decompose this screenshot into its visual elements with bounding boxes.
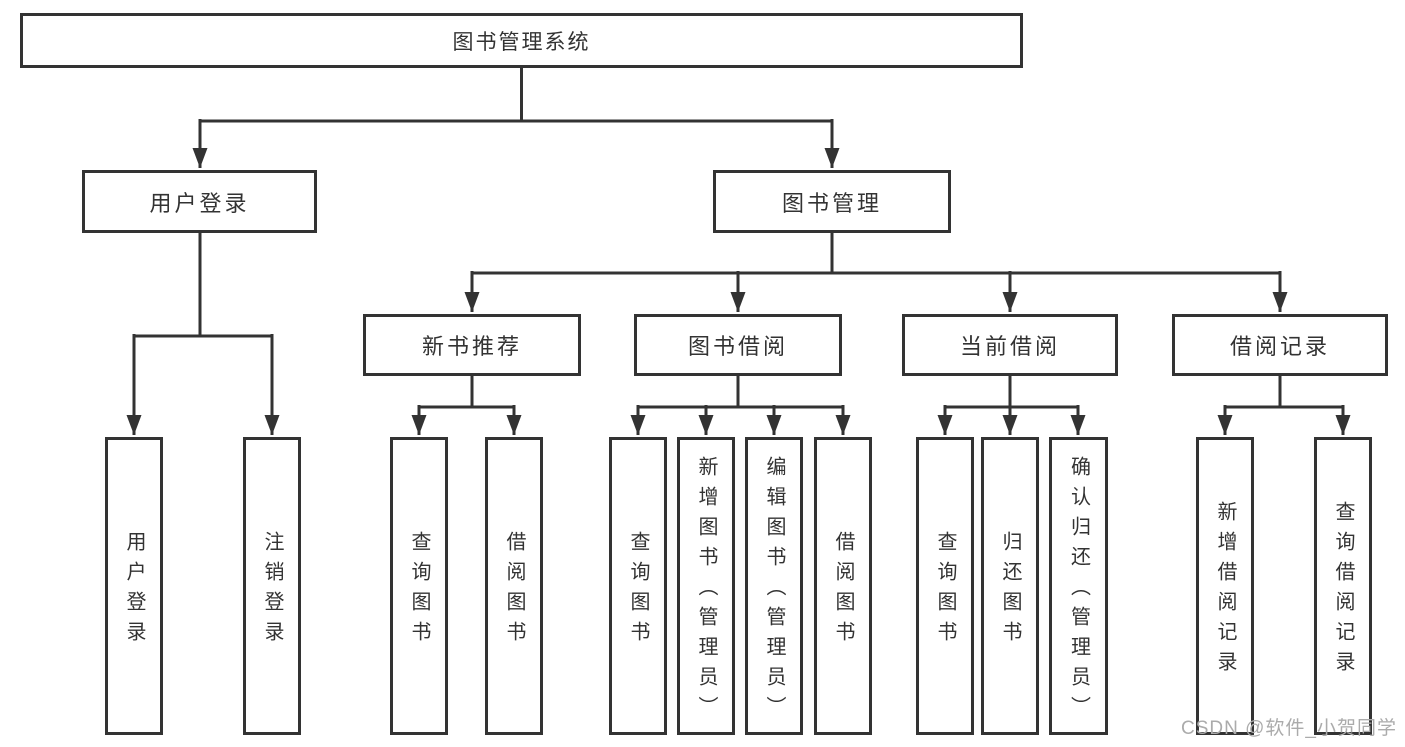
edge-current-borrow-to-leaves: [937, 376, 1086, 435]
leaf-recommend-query-books: 查询图书: [390, 437, 448, 735]
node-book-management: 图书管理: [713, 170, 951, 233]
node-user-login: 用户登录: [82, 170, 317, 233]
node-current-borrow: 当前借阅: [902, 314, 1118, 376]
edge-borrow-records-to-leaves: [1217, 376, 1351, 435]
edge-book-management-to-level3: [464, 233, 1288, 312]
leaf-borrow-books: 借阅图书: [814, 437, 872, 735]
node-label: 注销登录: [261, 531, 283, 651]
leaf-borrow-query-books: 查询图书: [609, 437, 667, 735]
node-label: 确认归还（管理员）: [1067, 456, 1090, 726]
node-label: 图书借阅: [687, 334, 788, 359]
edge-root-to-level2: [192, 68, 840, 168]
node-new-book-recommend: 新书推荐: [363, 314, 581, 376]
node-label: 用户登录: [149, 190, 250, 216]
leaf-add-borrow-record: 新增借阅记录: [1196, 437, 1254, 735]
node-label: 图书管理: [781, 190, 882, 216]
node-label: 查询图书: [408, 531, 430, 651]
leaf-current-query-books: 查询图书: [916, 437, 974, 735]
edge-new-book-recommend-to-leaves: [411, 376, 522, 435]
node-label: 编辑图书（管理员）: [763, 456, 785, 726]
node-label: 借阅图书: [503, 531, 525, 651]
node-label: 查询借阅记录: [1332, 501, 1354, 681]
leaf-confirm-return-admin: 确认归还（管理员）: [1049, 437, 1108, 735]
node-book-borrow: 图书借阅: [634, 314, 842, 376]
leaf-logout: 注销登录: [243, 437, 301, 735]
leaf-return-books: 归还图书: [981, 437, 1039, 735]
leaf-query-borrow-record: 查询借阅记录: [1314, 437, 1372, 735]
node-borrow-records: 借阅记录: [1172, 314, 1388, 376]
node-label: 借阅记录: [1229, 334, 1330, 359]
csdn-watermark: CSDN @软件_小贺同学: [1181, 718, 1397, 739]
leaf-add-books-admin: 新增图书（管理员）: [677, 437, 735, 735]
node-label: 新书推荐: [421, 334, 522, 359]
node-label: 归还图书: [999, 531, 1021, 651]
leaf-recommend-borrow-books: 借阅图书: [485, 437, 543, 735]
node-label: 查询图书: [627, 531, 649, 651]
node-label: 用户登录: [123, 531, 145, 651]
edge-book-borrow-to-leaves: [630, 376, 851, 435]
leaf-edit-books-admin: 编辑图书（管理员）: [745, 437, 803, 735]
leaf-user-login: 用户登录: [105, 437, 163, 735]
edge-user-login-to-leaves: [126, 233, 280, 435]
node-label: 新增图书（管理员）: [695, 456, 717, 726]
node-label: 借阅图书: [832, 531, 854, 651]
node-label: 查询图书: [934, 531, 956, 651]
node-label: 新增借阅记录: [1214, 501, 1236, 681]
node-label: 当前借阅: [959, 334, 1060, 359]
node-label: 图书管理系统: [452, 30, 591, 54]
node-root-system: 图书管理系统: [20, 13, 1023, 68]
